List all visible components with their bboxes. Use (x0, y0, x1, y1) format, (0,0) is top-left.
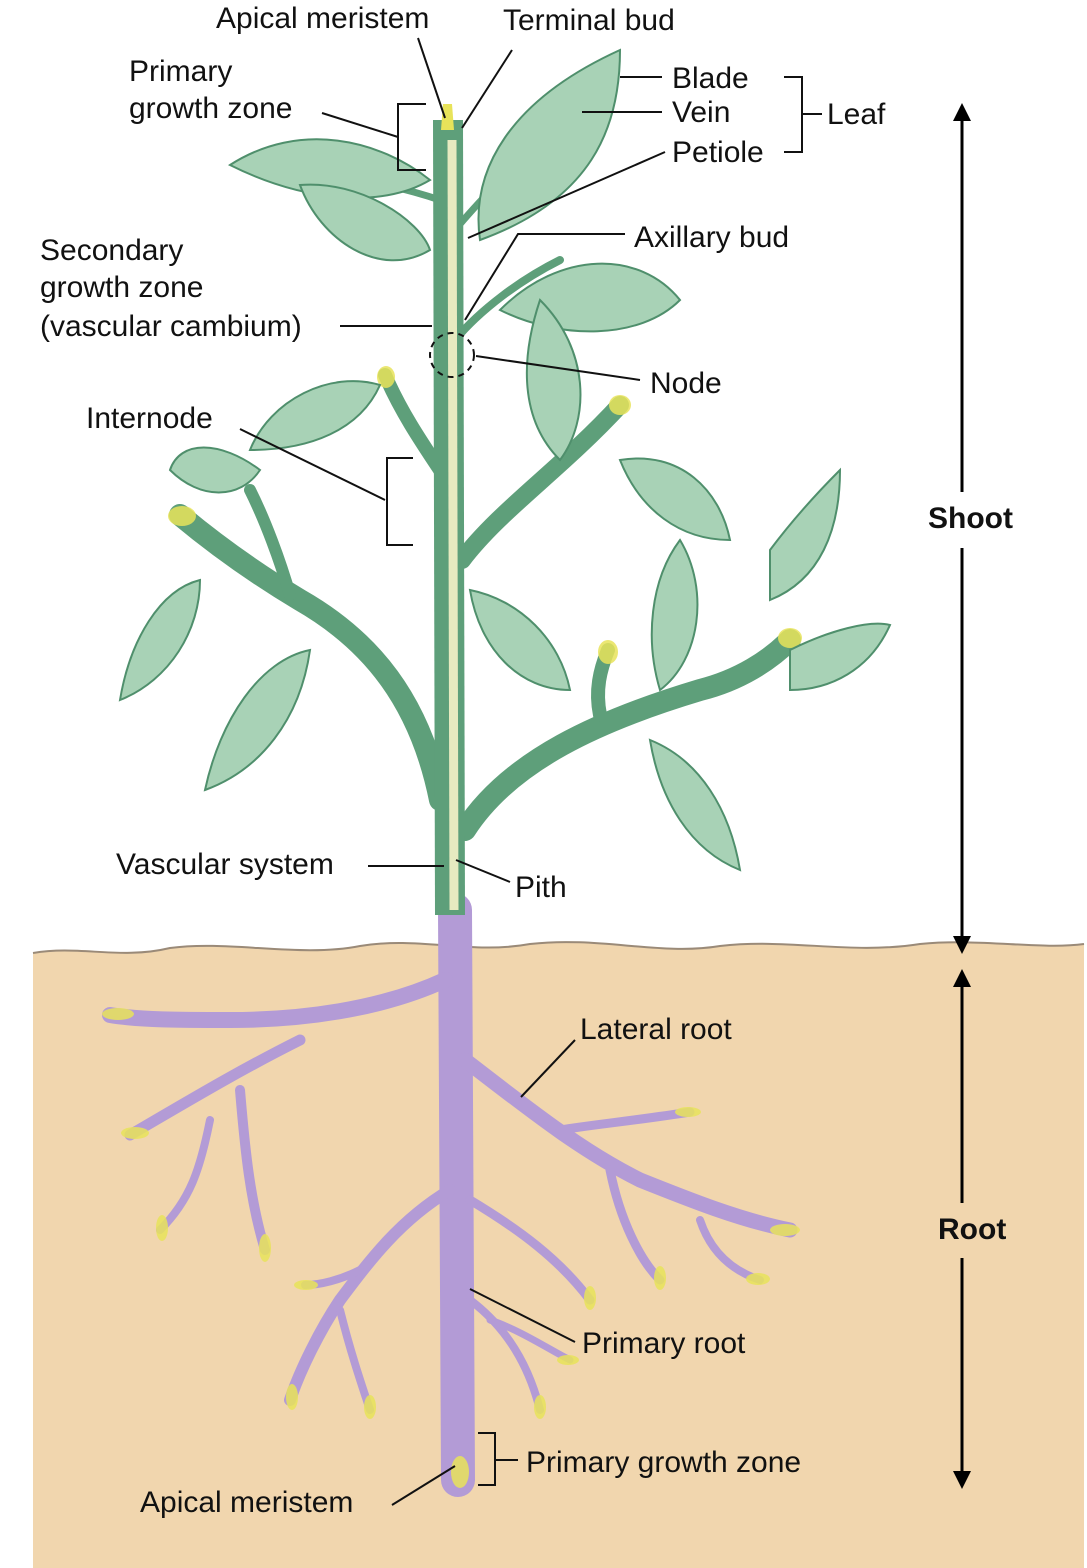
label-primary-growth-zone-shoot-line2: growth zone (129, 92, 293, 125)
leaf (477, 48, 622, 242)
root-system (102, 893, 798, 1497)
leaf (498, 262, 682, 333)
branch-tips (168, 366, 802, 664)
leaves (118, 48, 892, 872)
label-apical-meristem-shoot: Apical meristem (216, 2, 430, 35)
lateral-root (605, 1165, 665, 1285)
lateral-root (466, 1296, 544, 1414)
leaf (168, 446, 262, 494)
soil-surface-line (32, 941, 1085, 954)
root-tips (102, 1008, 800, 1488)
leaf (525, 298, 582, 462)
lateral-root (465, 1195, 595, 1305)
label-secondary-growth-line3: (vascular cambium) (40, 310, 302, 343)
apical-meristem-shoot (441, 104, 454, 130)
label-apical-meristem-root: Apical meristem (140, 1486, 354, 1519)
label-leaf: Leaf (827, 98, 886, 131)
leaf (468, 588, 572, 692)
label-root: Root (938, 1213, 1007, 1246)
lateral-root (156, 1116, 214, 1234)
lateral-root (284, 1184, 456, 1406)
label-primary-growth-zone-root: Primary growth zone (526, 1446, 802, 1479)
branch-right-lower (454, 629, 801, 841)
pith (447, 139, 459, 911)
leaf (769, 467, 842, 602)
leaf (618, 457, 732, 542)
leaf (789, 622, 892, 692)
branch-right-upper (453, 396, 629, 569)
label-internode: Internode (86, 402, 213, 435)
lateral-root (457, 1052, 798, 1238)
lateral-root (555, 1107, 695, 1135)
leader-lines (239, 37, 822, 1506)
lateral-root (102, 972, 453, 1029)
label-blade: Blade (672, 62, 749, 95)
soil (33, 942, 1084, 1568)
primary-root (438, 893, 475, 1497)
node-marker (429, 332, 475, 378)
leaf (118, 578, 202, 702)
label-primary-growth-zone-shoot-line1: Primary (129, 55, 233, 88)
leaf (650, 538, 699, 692)
leaf (203, 648, 312, 792)
label-secondary-growth-line1: Secondary (40, 234, 184, 267)
label-pith: Pith (515, 871, 567, 904)
branch-left-lower (244, 484, 296, 601)
label-node: Node (650, 367, 722, 400)
lateral-root (124, 1034, 306, 1141)
leaf (248, 380, 382, 452)
leaf (227, 138, 432, 199)
label-axillary-bud: Axillary bud (634, 221, 790, 254)
leaf (648, 738, 742, 872)
label-vascular-system: Vascular system (116, 848, 334, 881)
branch-left-lower (169, 504, 451, 811)
branch-left-upper (378, 368, 447, 477)
label-secondary-growth-line2: growth zone (40, 271, 204, 304)
label-terminal-bud: Terminal bud (503, 4, 675, 37)
leaf (298, 183, 432, 262)
petiole-axillary (451, 256, 564, 344)
lateral-root (235, 1085, 270, 1255)
label-vein: Vein (672, 96, 731, 129)
label-petiole: Petiole (672, 136, 764, 169)
label-shoot: Shoot (928, 502, 1013, 535)
label-primary-root: Primary root (582, 1327, 746, 1360)
label-lateral-root: Lateral root (580, 1013, 732, 1046)
